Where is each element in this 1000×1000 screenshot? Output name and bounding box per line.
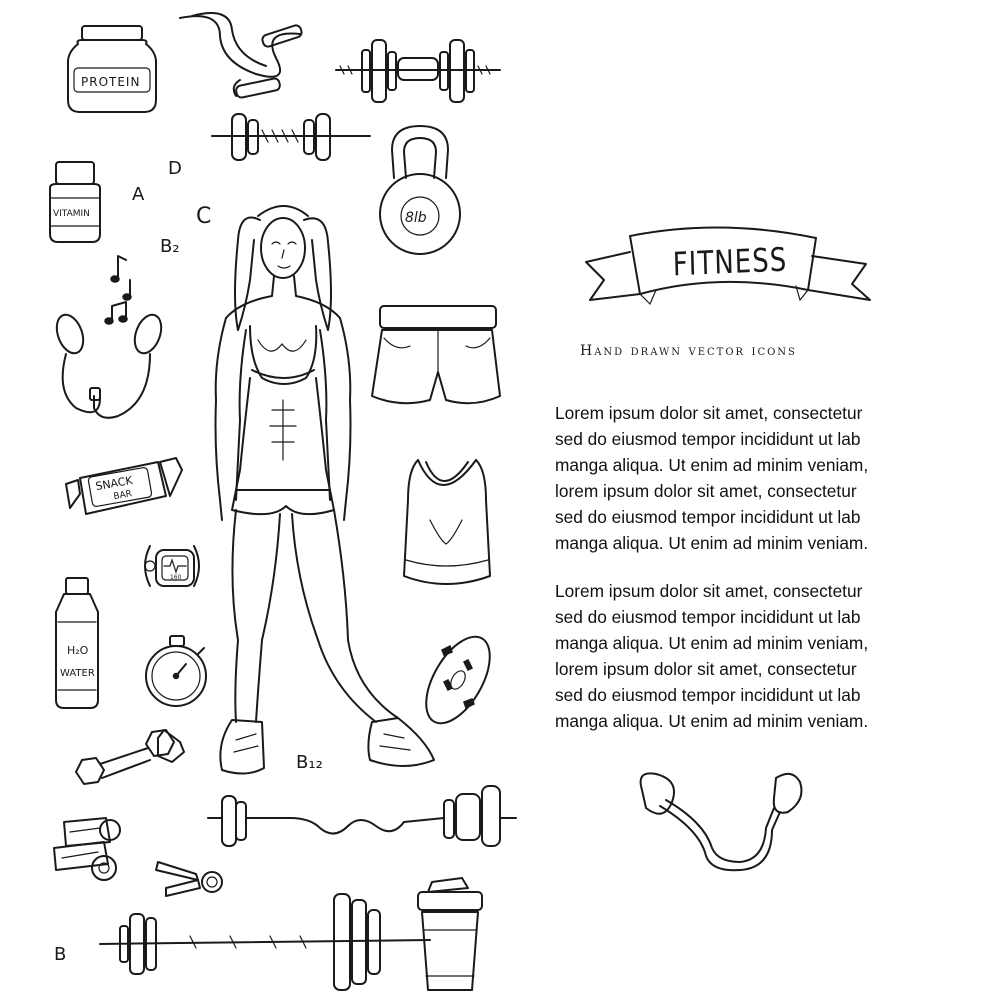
subtitle-caption: Hand drawn vector icons: [580, 343, 797, 359]
vitamin-letter-b12: B₁₂: [296, 752, 323, 773]
dumbbell-bar-icon: [336, 40, 500, 102]
weight-plate-icon: [413, 626, 503, 733]
shorts-icon: [372, 306, 500, 403]
barbell-small-icon: [212, 114, 370, 160]
tracker-label: 160: [170, 574, 182, 581]
vitamin-letter-d: D: [168, 158, 182, 179]
snack-bar-icon: SNACK BAR: [66, 458, 182, 514]
vitamin-letter-b2: B₂: [160, 236, 180, 257]
headphones-icon: [52, 311, 166, 418]
sports-bra-icon: [404, 460, 490, 584]
water-label-2: WATER: [60, 668, 95, 679]
water-label-1: H₂O: [67, 644, 89, 657]
hand-grip-icon: [156, 862, 222, 896]
music-note-icon: [105, 256, 131, 324]
fitness-tracker-icon: 160: [145, 546, 199, 586]
protein-label: PROTEIN: [81, 75, 140, 89]
vitamin-label: VITAMIN: [53, 209, 90, 219]
kettlebell-icon: 8lb: [380, 126, 460, 254]
barbell-icon: [100, 894, 430, 990]
kettlebell-label: 8lb: [405, 210, 427, 226]
vitamin-letter-a: A: [132, 184, 145, 205]
protein-jar-icon: PROTEIN: [68, 26, 156, 112]
fitness-woman-figure: [216, 206, 435, 774]
ribbon-banner-icon: [586, 227, 870, 304]
banner-title: FITNESS: [672, 241, 788, 285]
vitamin-letter-b: B: [54, 944, 67, 965]
vitamin-bottle-icon: VITAMIN: [50, 162, 100, 242]
water-bottle-icon: H₂O WATER: [56, 578, 98, 708]
hex-dumbbell-icon: [76, 730, 184, 784]
towel-icon: [54, 818, 120, 880]
body-paragraph-1: Lorem ipsum dolor sit amet, consectetur …: [555, 403, 869, 553]
ez-curl-bar-icon: [208, 786, 516, 846]
shaker-bottle-icon: [418, 878, 482, 990]
resistance-band-icon: [641, 773, 802, 870]
jump-rope-icon: [180, 13, 303, 98]
stopwatch-icon: [146, 636, 206, 706]
vitamin-letter-c: C: [196, 204, 212, 229]
snack-label-2: BAR: [113, 489, 133, 502]
body-paragraph-2: Lorem ipsum dolor sit amet, consectetur …: [555, 581, 869, 731]
